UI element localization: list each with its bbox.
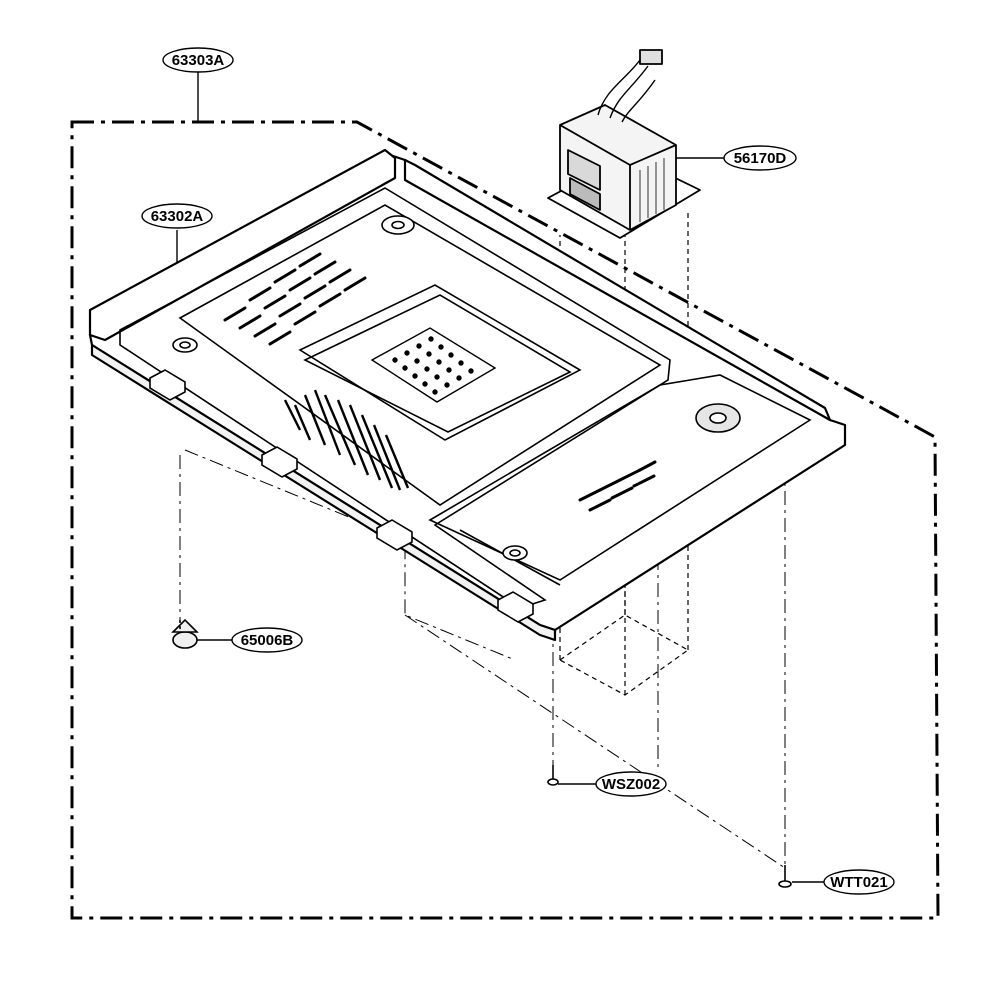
callout-base-plate-text: 63302A [151, 208, 204, 225]
left-slot-vents [223, 252, 367, 346]
callout-transformer: 56170D [723, 145, 797, 171]
screw-a-part [547, 765, 559, 786]
transformer [547, 49, 701, 239]
front-tabs [149, 369, 534, 623]
foot-part [171, 618, 199, 649]
base-plate [88, 148, 847, 642]
callout-leaders [176, 72, 824, 883]
callout-screw-b-text: WTT021 [830, 874, 888, 891]
callout-assembly: 63303A [162, 47, 234, 73]
center-vent-grille [370, 327, 497, 403]
right-vents [578, 460, 657, 512]
callout-foot: 65006B [231, 627, 303, 653]
screw-b-part [778, 865, 792, 888]
front-louvers [283, 389, 410, 491]
callout-screw-a-text: WSZ002 [602, 776, 660, 793]
base-plate-panels [119, 187, 812, 609]
callout-assembly-text: 63303A [172, 52, 225, 69]
callout-transformer-text: 56170D [734, 150, 787, 167]
callout-screw-a: WSZ002 [595, 771, 667, 797]
callout-screw-b: WTT021 [823, 869, 895, 895]
callout-base-plate: 63302A [141, 203, 213, 229]
mounting-bosses [172, 215, 741, 561]
callout-foot-text: 65006B [241, 632, 294, 649]
